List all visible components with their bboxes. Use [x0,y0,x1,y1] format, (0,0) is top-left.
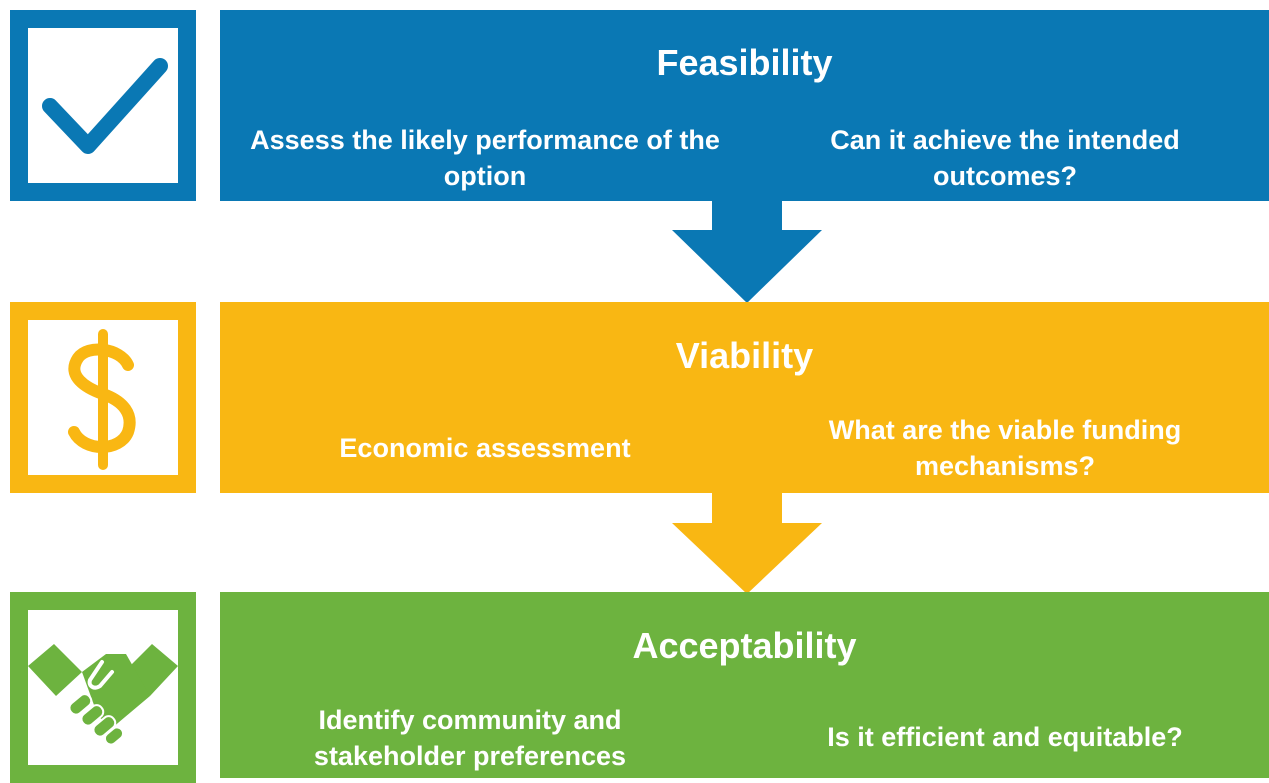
handshake-icon [28,610,178,765]
feasibility-icon-box [10,10,196,201]
viability-left-text: Economic assessment [339,433,631,463]
checkmark-icon [28,28,178,183]
arrow-viability-to-acceptability [672,493,822,594]
dollar-icon [28,320,178,475]
viability-band: Viability Economic assessment What are t… [220,302,1269,493]
feasibility-band: Feasibility Assess the likely performanc… [220,10,1269,201]
acceptability-left-text: Identify community and stakeholder prefe… [313,705,627,771]
viability-title: Viability [675,335,814,376]
viability-right-text: What are the viable funding mechanisms? [828,415,1182,481]
acceptability-icon-box [10,592,196,783]
arrow-feasibility-to-viability [672,200,822,303]
viability-icon-box [10,302,196,493]
acceptability-title: Acceptability [632,625,857,666]
feasibility-left-text: Assess the likely performance of the opt… [250,125,720,191]
feasibility-right-text: Can it achieve the intended outcomes? [830,125,1180,191]
feasibility-title: Feasibility [656,42,833,83]
acceptability-right-text: Is it efficient and equitable? [827,722,1183,752]
acceptability-band: Acceptability Identify community and sta… [220,592,1269,778]
